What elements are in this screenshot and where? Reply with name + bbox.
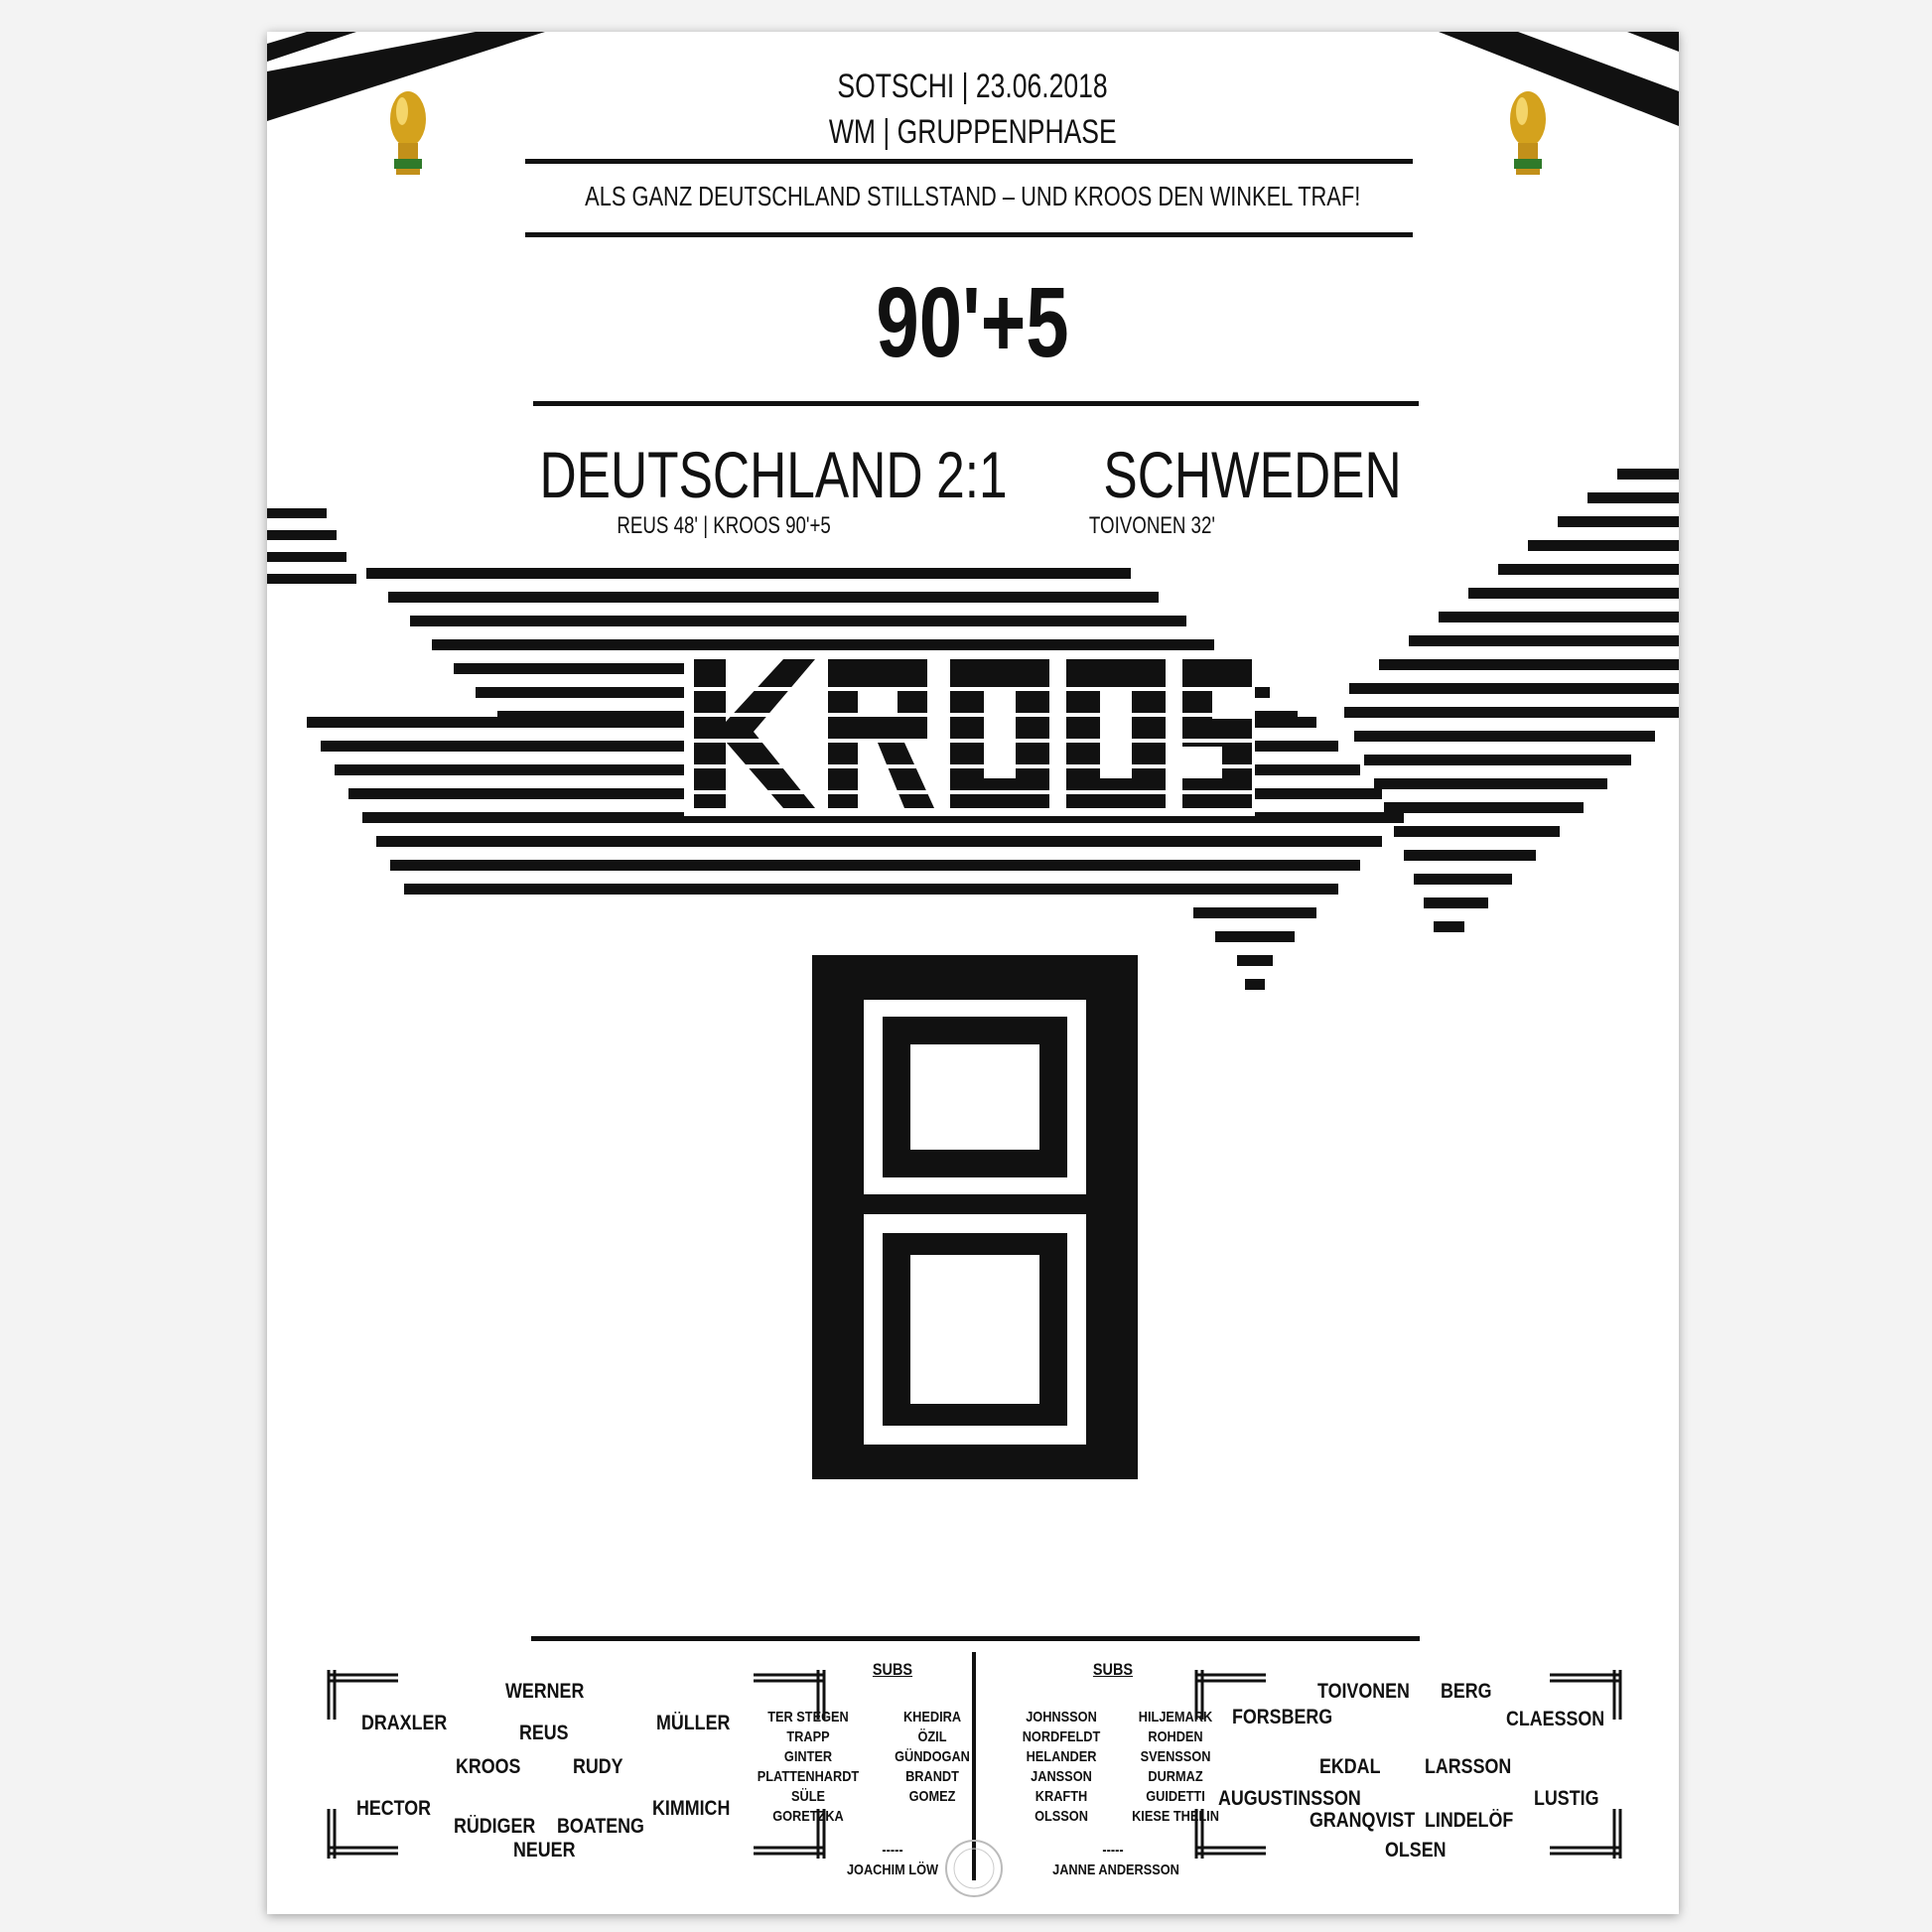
- header-divider-1: [525, 159, 1413, 164]
- away-subs-title: SUBS: [1092, 1660, 1134, 1679]
- home-player: DRAXLER: [361, 1712, 448, 1734]
- home-player: MÜLLER: [656, 1712, 731, 1734]
- away-coach-dash: -----: [1102, 1842, 1124, 1859]
- poster: SOTSCHI | 23.06.2018 WM | GRUPPENPHASE A…: [267, 32, 1679, 1914]
- away-player: OLSEN: [1385, 1839, 1447, 1862]
- home-player: HECTOR: [356, 1797, 432, 1820]
- home-subs-title: SUBS: [872, 1660, 913, 1679]
- away-player: AUGUSTINSSON: [1218, 1787, 1361, 1810]
- home-player: BOATENG: [557, 1815, 644, 1838]
- away-player: LINDELÖF: [1425, 1809, 1514, 1832]
- away-subs-right: HILJEMARK ROHDEN SVENSSON DURMAZ GUIDETT…: [1132, 1709, 1219, 1825]
- home-subs-left: TER STEGEN TRAPP GINTER PLATTENHARDT SÜL…: [757, 1709, 860, 1825]
- away-player: BERG: [1441, 1680, 1492, 1703]
- home-team: DEUTSCHLAND: [539, 438, 923, 511]
- home-coach: JOACHIM LÖW: [846, 1862, 939, 1878]
- trophy-icon-left: [390, 91, 426, 175]
- home-player: RUDY: [573, 1755, 623, 1778]
- away-player: FORSBERG: [1232, 1706, 1333, 1728]
- header-divider-2: [525, 232, 1413, 237]
- away-player: EKDAL: [1319, 1755, 1381, 1778]
- away-scorers: TOIVONEN 32': [1088, 512, 1215, 539]
- goal-minute: 90'+5: [876, 267, 1070, 378]
- away-player: CLAESSON: [1506, 1708, 1605, 1730]
- trophy-icon-right: [1510, 91, 1546, 175]
- location-date: SOTSCHI | 23.06.2018: [837, 68, 1109, 105]
- lineup-divider: [531, 1636, 1420, 1641]
- jersey-player-name: [684, 651, 1255, 816]
- home-player: KIMMICH: [652, 1797, 731, 1820]
- away-player: LARSSON: [1425, 1755, 1512, 1778]
- jersey-graphic: [267, 32, 1679, 1897]
- home-player: WERNER: [505, 1680, 585, 1703]
- away-player: TOIVONEN: [1317, 1680, 1410, 1703]
- away-player: LUSTIG: [1534, 1787, 1599, 1810]
- away-subs-left: JOHNSSON NORDFELDT HELANDER JANSSON KRAF…: [1022, 1709, 1101, 1825]
- home-player: KROOS: [456, 1755, 521, 1778]
- home-subs-right: KHEDIRA ÖZIL GÜNDOGAN BRANDT GOMEZ: [895, 1709, 970, 1805]
- home-player: RÜDIGER: [454, 1815, 536, 1838]
- match-score: 2:1: [936, 438, 1008, 511]
- lineup-brackets: [327, 1670, 1622, 1859]
- dfb-crest-icon: [945, 1840, 1003, 1897]
- tagline: ALS GANZ DEUTSCHLAND STILLSTAND – UND KR…: [585, 181, 1361, 211]
- jersey-number: [812, 955, 1138, 1479]
- home-player: NEUER: [513, 1839, 576, 1862]
- home-scorers: REUS 48' | KROOS 90'+5: [617, 512, 831, 539]
- home-coach-dash: -----: [882, 1842, 903, 1859]
- home-player: REUS: [519, 1722, 569, 1744]
- away-team: SCHWEDEN: [1103, 438, 1402, 511]
- away-player: GRANQVIST: [1310, 1809, 1416, 1832]
- competition-label: WM | GRUPPENPHASE: [829, 113, 1117, 151]
- away-coach: JANNE ANDERSSON: [1052, 1862, 1179, 1878]
- header-divider-3: [533, 401, 1419, 406]
